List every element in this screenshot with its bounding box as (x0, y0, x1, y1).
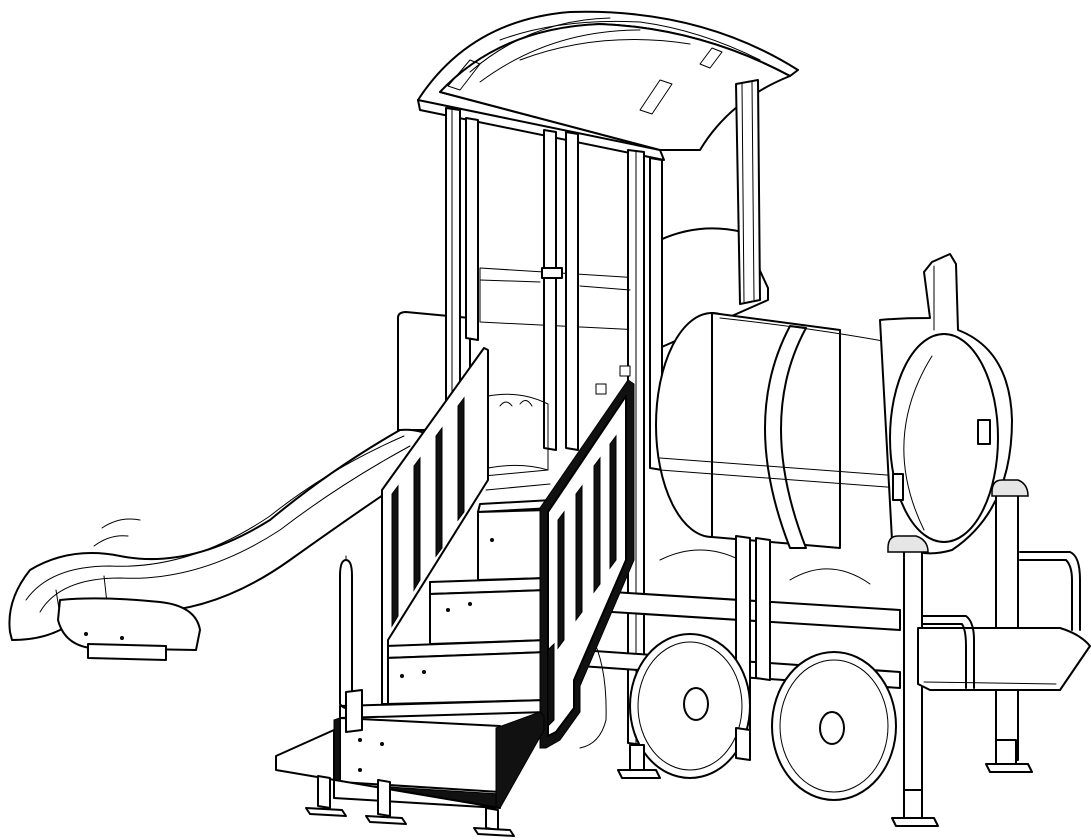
footing-post (317, 775, 331, 809)
step-riser-2 (429, 589, 549, 645)
step-tread-4 (339, 699, 549, 719)
riser-bolts (358, 538, 494, 772)
roof-crest (499, 20, 761, 61)
slide-inner-line (39, 445, 411, 613)
stair-panel-right (547, 395, 627, 737)
bottom-step-corner (495, 711, 545, 809)
slide-foot (87, 643, 167, 661)
slot (575, 484, 583, 622)
roof (417, 10, 799, 161)
roof-ribs (469, 17, 691, 83)
tunnel-handle-left (892, 473, 904, 501)
bolt-plate (595, 383, 607, 395)
post-rear-right (735, 79, 761, 305)
footing-plate (617, 769, 661, 779)
footing-post (485, 807, 499, 831)
post-back-left (543, 129, 557, 451)
slide-exit (57, 597, 201, 651)
grab-bar-front (921, 615, 975, 689)
post-cap-left (887, 535, 929, 553)
footing-post (629, 744, 645, 771)
wheel-left-hub (683, 687, 709, 721)
roof-front-edge (417, 99, 665, 161)
tunnel-handle-right (977, 419, 991, 445)
wheel-arches (659, 549, 871, 585)
boiler-tunnel (655, 253, 1013, 555)
footing-post (377, 779, 391, 817)
post-back-right (565, 131, 579, 451)
post-inner-left (465, 117, 479, 341)
slot (593, 456, 601, 594)
footing-plate (473, 827, 515, 837)
slot (609, 434, 617, 570)
footing-plate (985, 763, 1033, 773)
footing-post (903, 789, 923, 819)
front-platform (917, 627, 1091, 691)
roof-slots (447, 47, 723, 115)
step-riser-bottom (339, 717, 501, 793)
upper-treads (483, 469, 551, 491)
slide (8, 428, 441, 661)
chassis (579, 479, 1091, 791)
bolt-plate (619, 365, 631, 377)
tunnel-seam (659, 457, 901, 489)
post-mid-2 (755, 537, 771, 681)
slot (557, 510, 565, 650)
slot (413, 456, 421, 592)
slot (547, 642, 555, 728)
step-riser-3 (385, 651, 549, 705)
stairs (275, 347, 635, 809)
post-cap-right (991, 479, 1029, 497)
footing-plate (305, 807, 347, 817)
roof-top (439, 23, 791, 151)
wheel-right-hub (819, 711, 845, 745)
tunnel-band (764, 325, 807, 549)
post-rear-cap (995, 491, 1019, 761)
slot (457, 396, 465, 522)
cab-details (479, 279, 631, 471)
step-riser-1 (477, 509, 549, 581)
grab-bar-rear (1019, 551, 1081, 631)
footings (305, 727, 1033, 837)
footing-post (735, 727, 751, 761)
slot (435, 426, 443, 558)
handrail (339, 559, 353, 709)
wheels (579, 619, 897, 801)
slot (391, 484, 399, 628)
post-bracket (541, 267, 563, 279)
footing-post (995, 739, 1017, 765)
footing-plate (365, 815, 407, 825)
footing-plate (891, 817, 939, 827)
cab-porthole (487, 393, 549, 471)
handrail-post (345, 689, 363, 733)
